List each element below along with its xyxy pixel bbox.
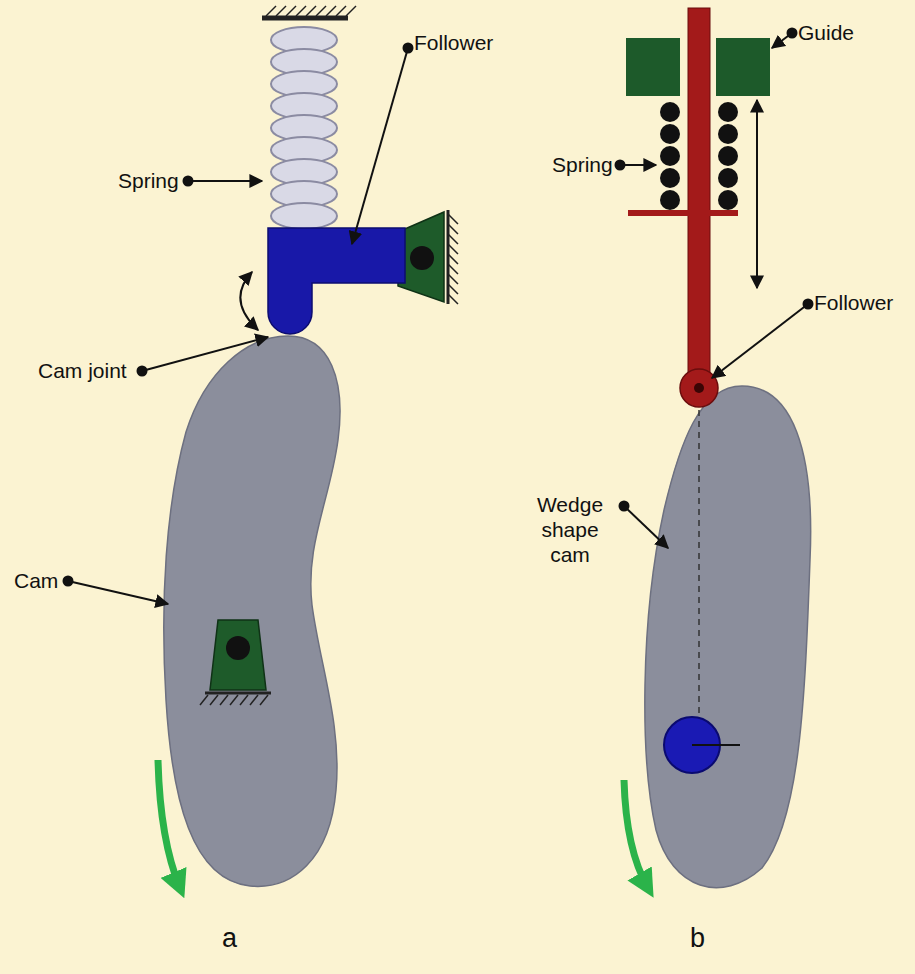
roller (680, 369, 718, 407)
part-label: Cam joint (38, 358, 127, 383)
part-label: Follower (814, 290, 893, 315)
leader-lines-b (616, 29, 813, 549)
part-label: Follower (414, 30, 493, 55)
follower-rod (688, 8, 710, 388)
spring-seat (628, 210, 738, 216)
part-label: Wedge shape cam (520, 492, 620, 568)
leader-lines-a (64, 44, 413, 605)
cam-a (164, 336, 340, 886)
rotation-arrow-a (158, 760, 180, 888)
follower-arm (268, 228, 405, 334)
center-line (698, 410, 700, 716)
figure-letter: a (222, 922, 237, 954)
part-label: Guide (798, 20, 854, 45)
stroke-arrow (756, 100, 758, 288)
rotation-arrow-b (624, 780, 648, 888)
spring-a (271, 27, 337, 229)
figure-letter: b (690, 922, 705, 954)
pivot-a (398, 210, 458, 304)
part-label: Cam (14, 568, 58, 593)
shaft-key (692, 744, 740, 746)
part-label: Spring (552, 152, 613, 177)
part-label: Spring (118, 168, 179, 193)
ground-a (262, 6, 356, 18)
cam-b (645, 386, 811, 888)
roller-pin (694, 383, 704, 393)
swing-arrow (240, 272, 258, 330)
cam-pivot-a (200, 620, 271, 705)
